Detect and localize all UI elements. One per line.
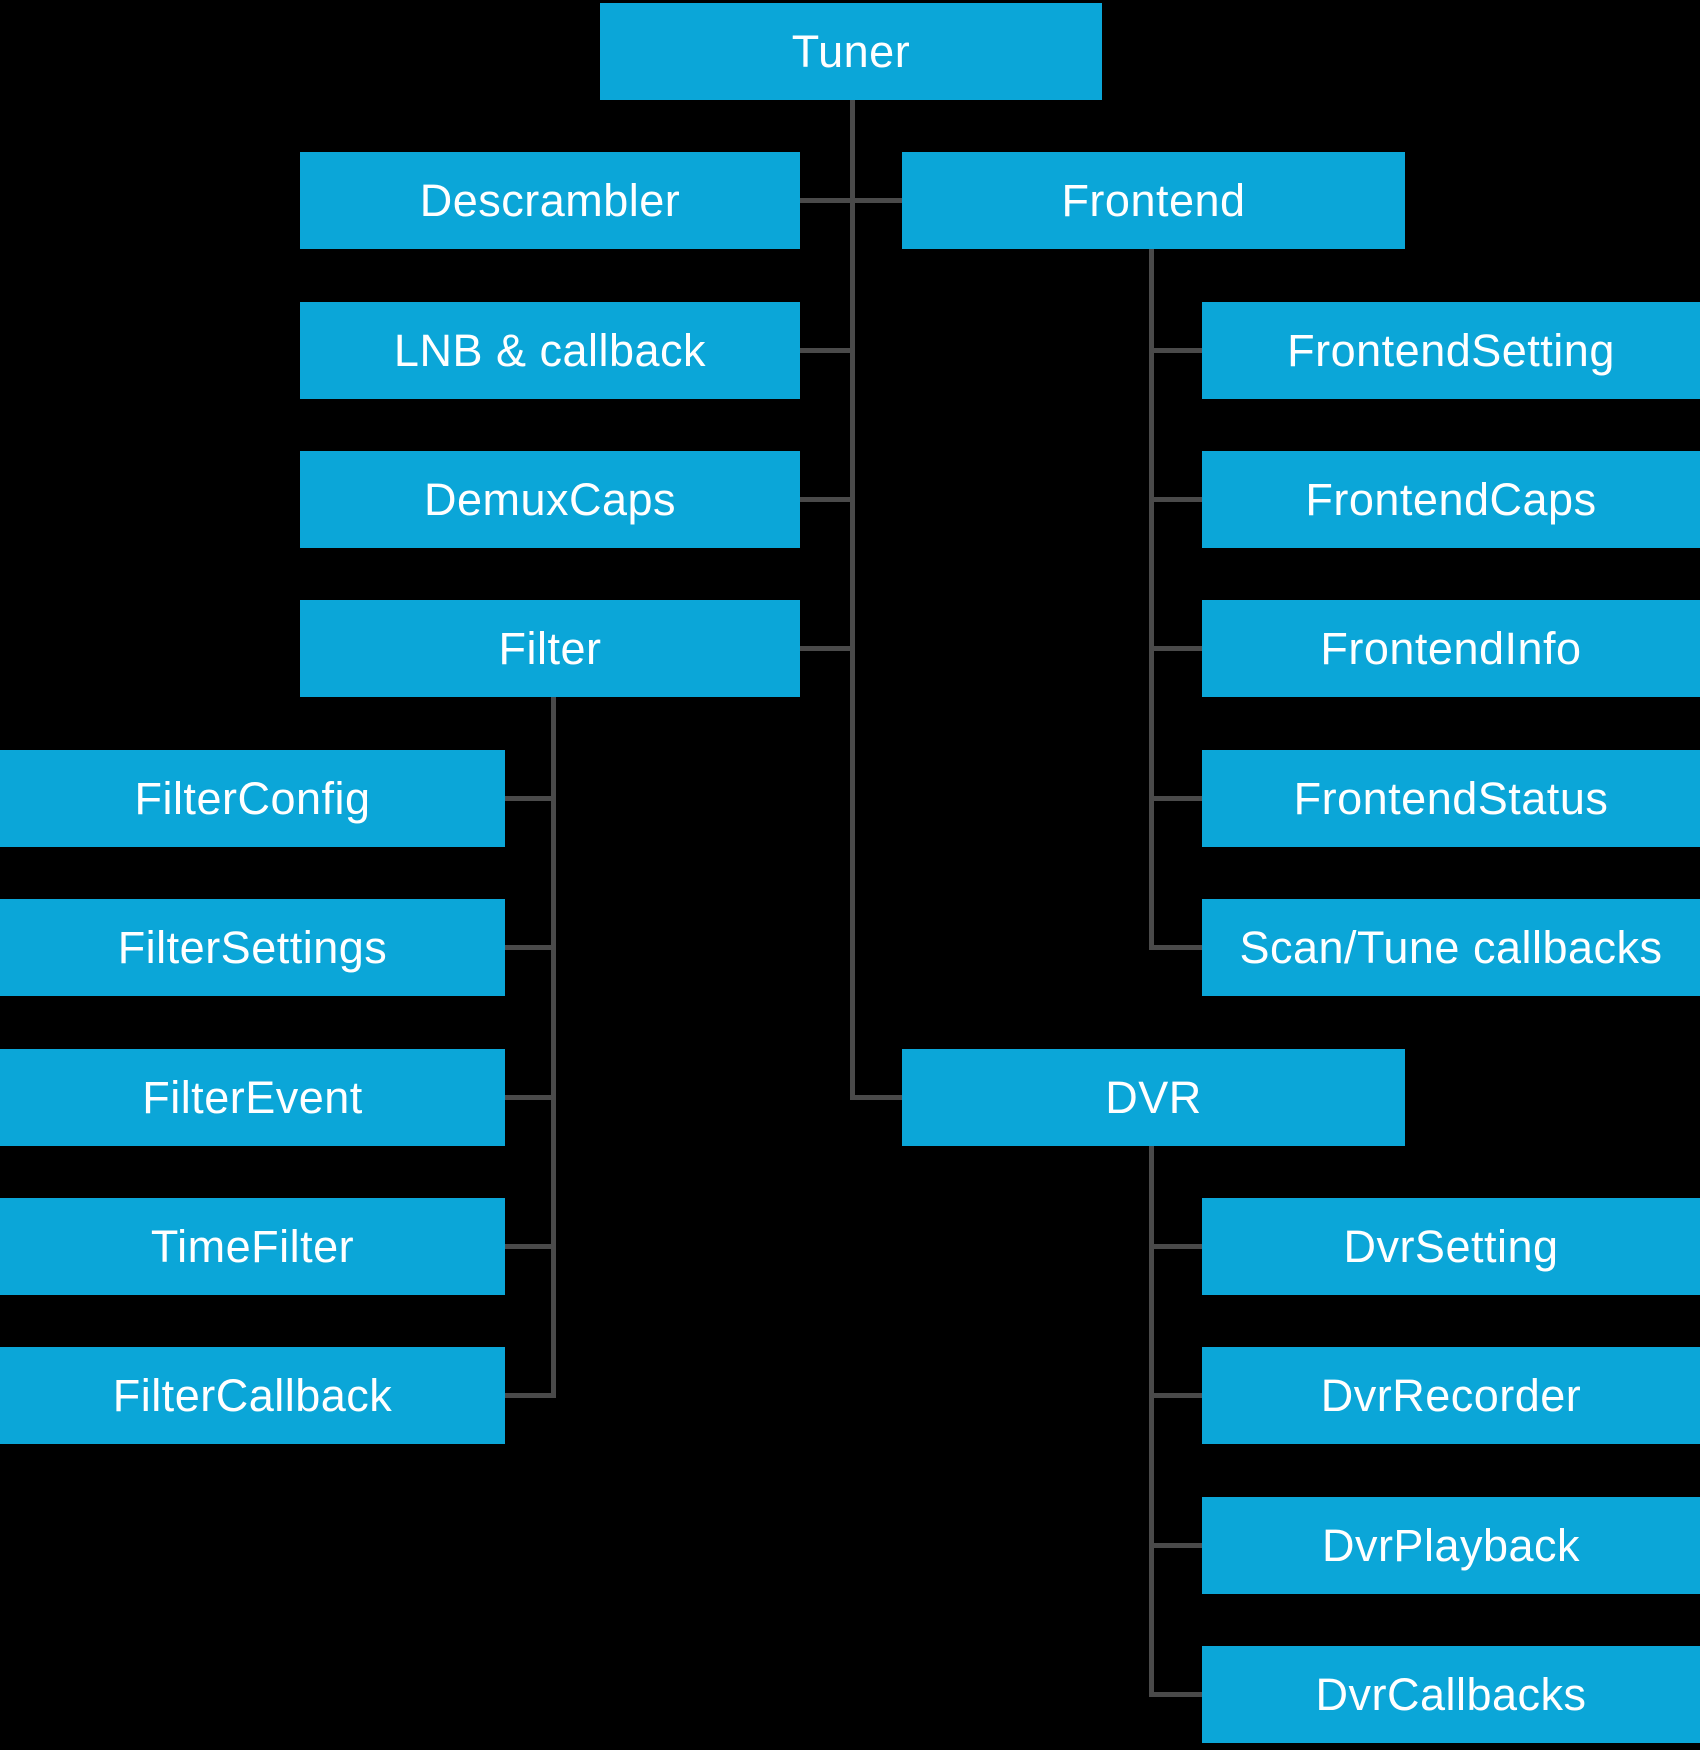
connector-filter-settings: [505, 945, 556, 950]
connector-frontend-info: [1149, 646, 1202, 651]
connector-demux-caps: [800, 497, 855, 502]
node-filter: Filter: [300, 600, 800, 697]
connector-filter: [800, 646, 855, 651]
node-scan-tune-callbacks: Scan/Tune callbacks: [1202, 899, 1700, 996]
node-lnb-callback: LNB & callback: [300, 302, 800, 399]
connector-frontend-trunk: [1149, 249, 1154, 948]
connector-filter-event: [505, 1095, 556, 1100]
connector-scan-tune-callbacks: [1149, 945, 1202, 950]
connector-dvr-callbacks: [1149, 1692, 1202, 1697]
connector-frontend-setting: [1149, 348, 1202, 353]
node-time-filter: TimeFilter: [0, 1198, 505, 1295]
connector-frontend-caps: [1149, 497, 1202, 502]
connector-tuner-trunk: [850, 100, 855, 1100]
node-filter-callback: FilterCallback: [0, 1347, 505, 1444]
connector-frontend-status: [1149, 796, 1202, 801]
node-frontend-caps: FrontendCaps: [1202, 451, 1700, 548]
connector-filter-config: [505, 796, 556, 801]
node-filter-event: FilterEvent: [0, 1049, 505, 1146]
node-frontend-info: FrontendInfo: [1202, 600, 1700, 697]
connector-filter-trunk: [551, 697, 556, 1396]
connector-dvr-playback: [1149, 1543, 1202, 1548]
node-frontend-setting: FrontendSetting: [1202, 302, 1700, 399]
node-dvr-recorder: DvrRecorder: [1202, 1347, 1700, 1444]
connector-lnb-callback: [800, 348, 855, 353]
node-filter-config: FilterConfig: [0, 750, 505, 847]
connector-dvr: [850, 1095, 902, 1100]
node-dvr-callbacks: DvrCallbacks: [1202, 1646, 1700, 1743]
connector-filter-callback: [505, 1393, 556, 1398]
node-tuner: Tuner: [600, 3, 1102, 100]
node-demux-caps: DemuxCaps: [300, 451, 800, 548]
node-descrambler: Descrambler: [300, 152, 800, 249]
node-filter-settings: FilterSettings: [0, 899, 505, 996]
connector-dvr-trunk: [1149, 1146, 1154, 1695]
connector-time-filter: [505, 1244, 556, 1249]
connector-descrambler-frontend: [797, 198, 902, 203]
node-dvr-playback: DvrPlayback: [1202, 1497, 1700, 1594]
node-dvr-setting: DvrSetting: [1202, 1198, 1700, 1295]
node-frontend-status: FrontendStatus: [1202, 750, 1700, 847]
node-dvr: DVR: [902, 1049, 1405, 1146]
connector-dvr-recorder: [1149, 1393, 1202, 1398]
node-frontend: Frontend: [902, 152, 1405, 249]
connector-dvr-setting: [1149, 1244, 1202, 1249]
